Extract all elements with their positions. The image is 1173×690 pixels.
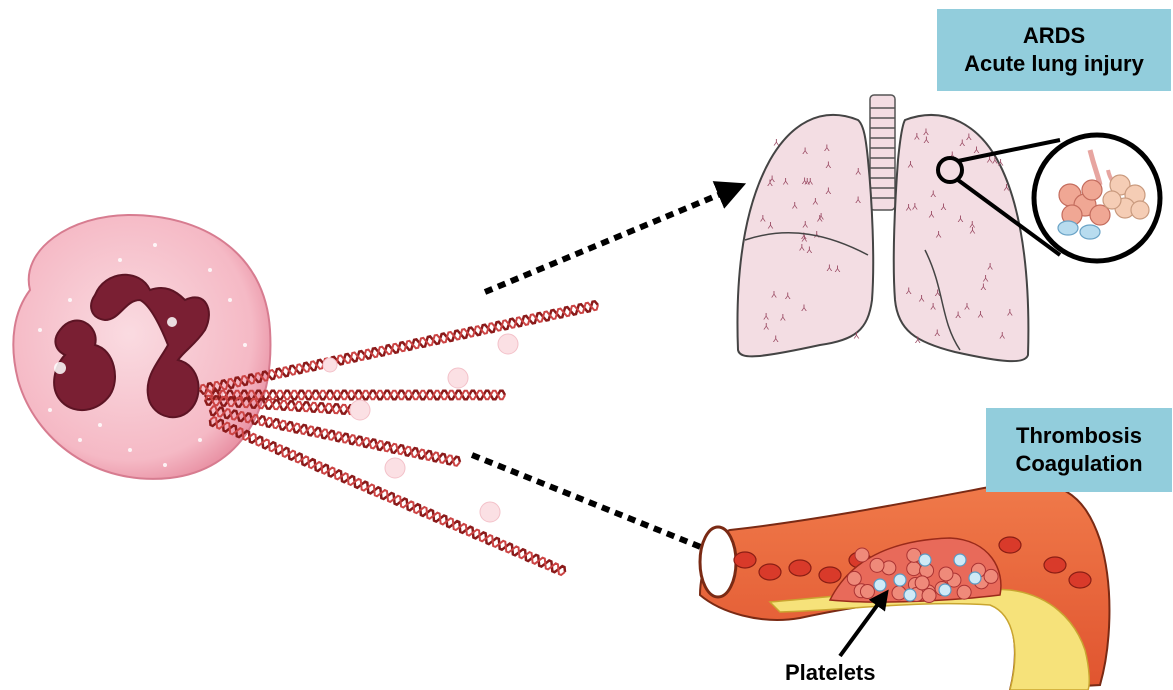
platelet [894, 574, 906, 586]
red-blood-cell [734, 552, 756, 568]
alveolus-mark: ⅄ [817, 212, 824, 222]
alveolus-mark: ⅄ [911, 203, 918, 213]
platelet [954, 554, 966, 566]
thrombosis-label-box: Thrombosis Coagulation [986, 408, 1172, 492]
alveolus-mark: ⅄ [965, 133, 972, 143]
alveolus-mark: ⅄ [784, 292, 791, 302]
alveolus-mark: ⅄ [940, 203, 947, 213]
alveolus-mark: ⅄ [1003, 184, 1010, 194]
alveolus-mark: ⅄ [834, 265, 841, 275]
clot-cell [984, 569, 998, 583]
alveolus-mark: ⅄ [825, 161, 832, 171]
red-blood-cell [1044, 557, 1066, 573]
clot-cell [939, 567, 953, 581]
alveolus-mark: ⅄ [798, 244, 805, 254]
alveolus-mark: ⅄ [801, 220, 808, 230]
red-blood-cell [759, 564, 781, 580]
clot-cell [915, 576, 929, 590]
alveolus-mark: ⅄ [928, 211, 935, 221]
clot-cell [922, 589, 936, 603]
alveolus-mark: ⅄ [767, 221, 774, 231]
alveolus-mark: ⅄ [973, 146, 980, 156]
alveolus-mark: ⅄ [779, 314, 786, 324]
red-blood-cell [819, 567, 841, 583]
alveolus-mark: ⅄ [825, 187, 832, 197]
alveolus-mark: ⅄ [854, 168, 861, 178]
alveolus-mark: ⅄ [929, 190, 936, 200]
alveolus-mark: ⅄ [905, 204, 912, 214]
alveolus-mark: ⅄ [957, 215, 964, 225]
alveolus-mark: ⅄ [991, 157, 998, 167]
alveolus-mark: ⅄ [801, 147, 808, 157]
arrow-to-lungs [485, 188, 735, 292]
alveolus-mark: ⅄ [803, 178, 810, 188]
dna-helix [210, 417, 565, 575]
alveolus-mark: ⅄ [913, 132, 920, 142]
platelets-label: Platelets [785, 660, 876, 686]
ards-title: ARDS [937, 22, 1171, 50]
clot-cell [870, 558, 884, 572]
alveolus-mark: ⅄ [782, 178, 789, 188]
platelet [874, 579, 886, 591]
alveolus-mark: ⅄ [773, 139, 780, 149]
alveolus-mark: ⅄ [768, 175, 775, 185]
alveolus-mark: ⅄ [811, 197, 818, 207]
alveolus-mark: ⅄ [954, 311, 961, 321]
alveolus-mark: ⅄ [825, 264, 832, 274]
alveolus-mark: ⅄ [982, 275, 989, 285]
alveolus-mark: ⅄ [963, 302, 970, 312]
red-blood-cell [1069, 572, 1091, 588]
blood-vessel [700, 482, 1109, 690]
alveolus-mark: ⅄ [997, 159, 1004, 169]
alveolus-mark: ⅄ [935, 231, 942, 241]
alveolus-mark: ⅄ [922, 128, 929, 138]
alveolus-mark: ⅄ [791, 202, 798, 212]
alveolus-mark: ⅄ [933, 329, 940, 339]
clot-cell [847, 571, 861, 585]
red-blood-cell [999, 537, 1021, 553]
vesicles [323, 334, 518, 522]
alveolus-mark: ⅄ [977, 311, 984, 321]
alveolus-mark: ⅄ [907, 160, 914, 170]
alveolus-mark: ⅄ [770, 290, 777, 300]
alveolus-mark: ⅄ [759, 215, 766, 225]
alveolus-mark: ⅄ [918, 295, 925, 305]
alveolus-mark: ⅄ [853, 332, 860, 342]
clot-cell [855, 548, 869, 562]
alveolus-mark: ⅄ [823, 144, 830, 154]
alveolus-mark: ⅄ [854, 196, 861, 206]
alveolus-mark: ⅄ [805, 246, 812, 256]
alveolus-mark: ⅄ [905, 287, 912, 297]
alveolus-mark: ⅄ [986, 262, 993, 272]
alveolus-mark: ⅄ [1006, 309, 1013, 319]
alveolus-mark: ⅄ [762, 323, 769, 333]
neutrophil-cell [13, 215, 270, 479]
ards-label-box: ARDS Acute lung injury [937, 9, 1171, 91]
thrombosis-subtitle: Coagulation [986, 450, 1172, 478]
thrombosis-title: Thrombosis [986, 422, 1172, 450]
lungs: ⅄⅄⅄⅄⅄⅄⅄⅄⅄⅄⅄⅄⅄⅄⅄⅄⅄⅄⅄⅄⅄⅄⅄⅄⅄⅄⅄⅄⅄⅄⅄⅄⅄⅄⅄⅄⅄⅄⅄⅄… [737, 95, 1160, 361]
alveolus-mark: ⅄ [772, 335, 779, 345]
clot-cell [860, 585, 874, 599]
clot-cell [907, 562, 921, 576]
platelet [969, 572, 981, 584]
platelet [904, 589, 916, 601]
platelet [919, 554, 931, 566]
alveolus-mark: ⅄ [998, 331, 1005, 341]
alveolus-mark: ⅄ [914, 336, 921, 346]
alveolus-mark: ⅄ [969, 227, 976, 237]
alveolus-mark: ⅄ [929, 302, 936, 312]
vessel-lumen-opening [700, 527, 736, 597]
dna-helix [210, 406, 460, 466]
trachea [870, 95, 895, 210]
platelet [939, 584, 951, 596]
alveolus-mark: ⅄ [958, 139, 965, 149]
clot-cell [957, 585, 971, 599]
alveolus-mark: ⅄ [762, 313, 769, 323]
red-blood-cell [789, 560, 811, 576]
ards-subtitle: Acute lung injury [937, 50, 1171, 78]
alveolus-mark: ⅄ [800, 304, 807, 314]
